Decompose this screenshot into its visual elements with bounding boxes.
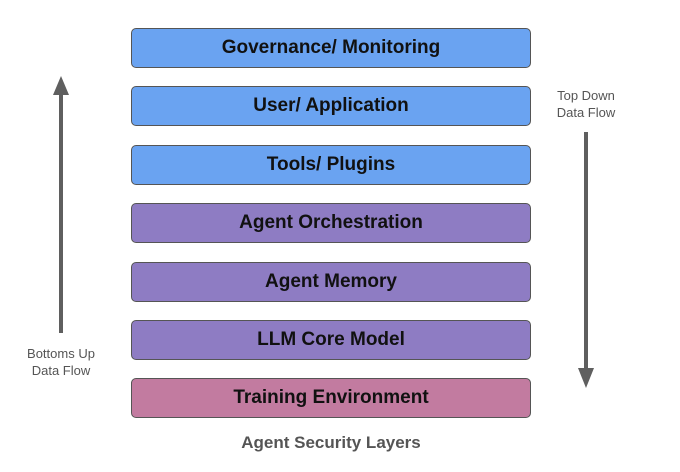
layer-label: Agent Memory [265, 271, 397, 292]
top-down-label: Top Down Data Flow [540, 87, 632, 121]
layer-label: Training Environment [233, 387, 429, 408]
bottoms-up-label: Bottoms Up Data Flow [14, 345, 108, 379]
layer-label: Agent Orchestration [239, 212, 423, 233]
layer-user-application: User/ Application [131, 86, 531, 126]
diagram-caption: Agent Security Layers [241, 433, 421, 452]
layer-agent-orchestration: Agent Orchestration [131, 203, 531, 243]
top-down-arrow [578, 132, 594, 388]
layer-label: Governance/ Monitoring [221, 37, 441, 58]
bottoms-up-line1: Bottoms Up [27, 346, 95, 361]
bottoms-up-line2: Data Flow [31, 363, 91, 378]
bottoms-up-arrow [53, 76, 69, 333]
layer-governance-monitoring: Governance/ Monitoring [131, 28, 531, 68]
layer-tools-plugins: Tools/ Plugins [131, 145, 531, 185]
top-down-line1: Top Down [557, 88, 615, 103]
layer-label: User/ Application [253, 95, 409, 116]
layer-agent-memory: Agent Memory [131, 262, 531, 302]
top-down-line2: Data Flow [556, 105, 616, 120]
layer-training-environment: Training Environment [131, 378, 531, 418]
layer-label: Tools/ Plugins [266, 154, 396, 175]
layer-label: LLM Core Model [257, 329, 405, 350]
layer-llm-core-model: LLM Core Model [131, 320, 531, 360]
